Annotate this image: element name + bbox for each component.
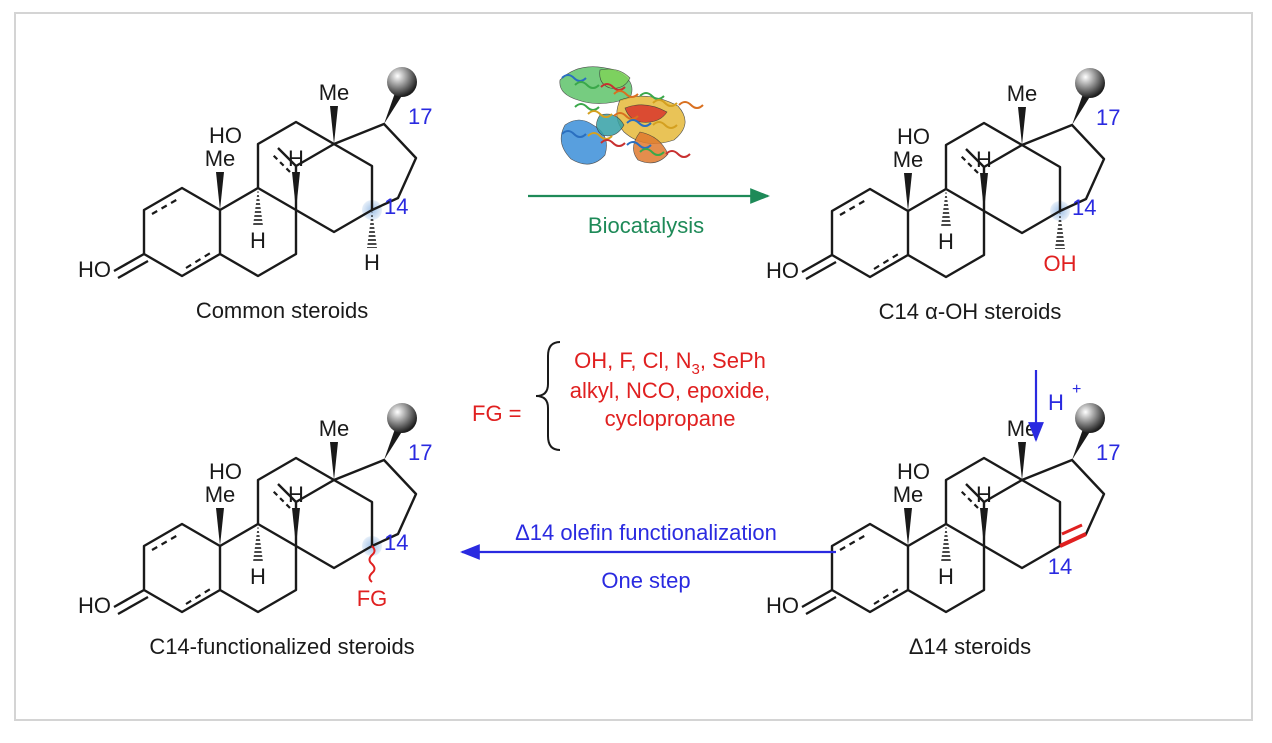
me-c13-label: Me (319, 416, 350, 441)
ho-c3-label: HO (78, 257, 111, 282)
c14-c15-olefin-inner (1061, 523, 1083, 536)
c17-number: 17 (408, 440, 432, 465)
c14-number: 14 (1072, 195, 1096, 220)
curly-brace (535, 341, 561, 451)
caption-functionalized: C14-functionalized steroids (149, 634, 414, 659)
caption-alpha_oh: C14 α-OH steroids (879, 299, 1062, 324)
ho-c3-label: HO (78, 593, 111, 618)
olefin-label-bottom: One step (601, 568, 690, 593)
h-c9-label: H (250, 228, 266, 253)
fg-equals-label: FG = (472, 401, 522, 426)
c17-number: 17 (1096, 440, 1120, 465)
fg-list-line2: alkyl, NCO, epoxide, (570, 378, 771, 403)
c14-h-bond (367, 210, 377, 248)
h-c9-label: H (250, 564, 266, 589)
biocatalysis-label: Biocatalysis (588, 213, 704, 238)
c14-c15-olefin (1059, 532, 1087, 548)
h-c8-label: H (976, 482, 992, 507)
me-c10-label: Me (205, 146, 236, 171)
me-c10-label: Me (893, 147, 924, 172)
h-c9-label: H (938, 564, 954, 589)
h-c8-label: H (288, 482, 304, 507)
r-group-ball (387, 403, 417, 433)
enzyme-protein-ribbon-icon (559, 66, 704, 165)
me-c10-label: Me (205, 482, 236, 507)
me-c13-label: Me (319, 80, 350, 105)
oh-c14-label: OH (1044, 251, 1077, 276)
me-c10-label: Me (893, 482, 924, 507)
c14-number: 14 (1048, 554, 1072, 579)
r-group-ball (387, 67, 417, 97)
c17-number: 17 (408, 104, 432, 129)
acid-label: H (1048, 390, 1064, 415)
c14-number: 14 (384, 530, 408, 555)
h-c8-label: H (288, 146, 304, 171)
ho-c11-label: HO (209, 459, 242, 484)
me-c13-label: Me (1007, 81, 1038, 106)
c14-fg-wavy-bond (368, 545, 376, 583)
c14-oh-bond (1055, 211, 1065, 249)
ho-c11-label: HO (897, 124, 930, 149)
h-c9-label: H (938, 229, 954, 254)
h-c14-label: H (364, 250, 380, 275)
caption-common: Common steroids (196, 298, 368, 323)
h-c8-label: H (976, 147, 992, 172)
ho-c3-label: HO (766, 258, 799, 283)
r-group-ball (1075, 403, 1105, 433)
fg-list-line1: OH, F, Cl, N3, SePh (574, 348, 766, 378)
fg-list-line1-suffix: , SePh (700, 348, 766, 373)
fg-list-line1-prefix: OH, F, Cl, N (574, 348, 691, 373)
fg-list-line3: cyclopropane (605, 406, 736, 431)
acid-superscript: + (1072, 381, 1081, 398)
me-c13-label: Me (1007, 416, 1038, 441)
olefin-label-top: Δ14 olefin functionalization (515, 520, 777, 545)
c17-number: 17 (1096, 105, 1120, 130)
ho-c11-label: HO (209, 123, 242, 148)
caption-delta14: Δ14 steroids (909, 634, 1031, 659)
r-group-ball (1075, 68, 1105, 98)
ho-c3-label: HO (766, 593, 799, 618)
ho-c11-label: HO (897, 459, 930, 484)
c14-number: 14 (384, 194, 408, 219)
fg-c14-label: FG (357, 586, 388, 611)
fg-list-line1-subscript: 3 (691, 361, 699, 378)
figure-frame (14, 12, 1253, 721)
